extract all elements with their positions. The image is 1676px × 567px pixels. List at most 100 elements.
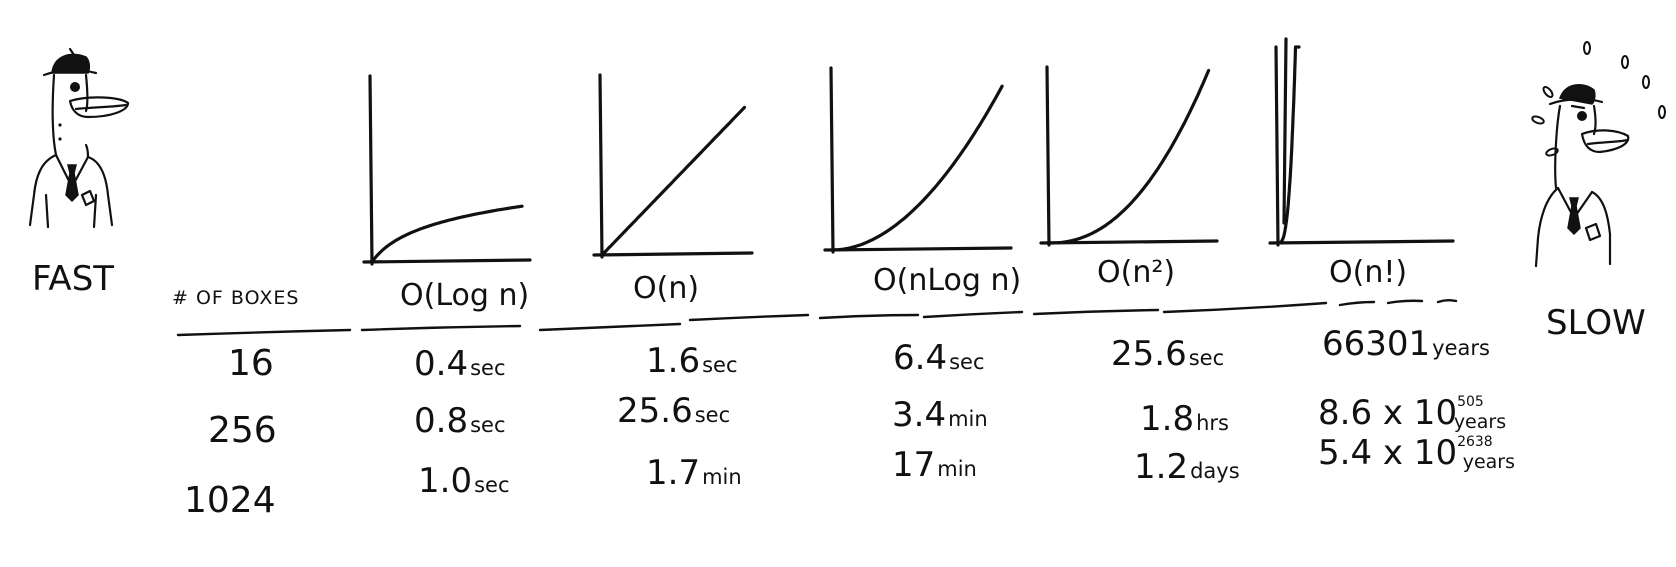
- table-cell: 1.0sec: [418, 461, 510, 501]
- chart-log: [362, 74, 532, 266]
- cell-value: 0.4: [414, 344, 468, 384]
- cell-value: 3.4: [892, 395, 946, 435]
- table-rule-segment: [818, 313, 920, 320]
- chart-nlogn: [823, 66, 1013, 254]
- table-rule-segment: [360, 324, 522, 332]
- table-rule-segment: [176, 328, 352, 337]
- table-rule-segment: [1338, 300, 1376, 307]
- cell-value: 1.7: [646, 453, 700, 493]
- cell-unit: sec: [702, 353, 737, 377]
- table-cell: 0.4sec: [414, 344, 506, 384]
- table-rule-segment: [1032, 308, 1160, 316]
- fast-label: FAST: [32, 259, 114, 299]
- cell-unit: years: [1463, 451, 1515, 473]
- cell-value: 6.4: [893, 338, 947, 378]
- slow-character-icon: [1534, 84, 1630, 268]
- slow-label: SLOW: [1546, 303, 1646, 343]
- cell-unit: sec: [470, 413, 505, 437]
- column-header-factorial: O(n!): [1329, 255, 1407, 290]
- column-header-quadratic: O(n²): [1097, 255, 1175, 290]
- table-cell: 25.6sec: [617, 391, 730, 431]
- table-cell: 6.4sec: [893, 338, 985, 378]
- table-cell: 0.8sec: [414, 401, 506, 441]
- cell-unit: years: [1454, 411, 1506, 433]
- chart-linear: [592, 73, 754, 259]
- cell-value: 1.6: [646, 341, 700, 381]
- chart-y-axis: [368, 74, 374, 266]
- chart-curve-nlogn: [831, 84, 1004, 252]
- cell-value: 1.8: [1140, 399, 1194, 439]
- chart-factorial: [1268, 37, 1455, 247]
- cell-value: 1.0: [418, 461, 472, 501]
- boxes-count: 1024: [184, 480, 276, 521]
- column-headers: O(Log n) O(n) O(nLog n) O(n²) O(n!): [400, 255, 1407, 313]
- cell-unit: min: [702, 465, 742, 489]
- chart-curve-linear: [600, 105, 747, 257]
- sweat-drops-icon: [1531, 41, 1666, 157]
- column-header-linear: O(n): [633, 271, 699, 306]
- chart-x-axis: [1039, 239, 1219, 245]
- chart-curve-quadratic: [1047, 68, 1211, 245]
- cell-unit: min: [948, 407, 988, 431]
- cell-unit: years: [1432, 336, 1490, 360]
- chart-x-axis: [823, 246, 1013, 252]
- cell-exponent: 2638: [1457, 434, 1493, 450]
- chart-quadratic: [1039, 65, 1219, 247]
- cell-value: 25.6: [1111, 334, 1187, 374]
- cell-value: 17: [892, 445, 935, 485]
- cell-exponent: 505: [1457, 394, 1484, 410]
- table-rule-segment: [1162, 301, 1328, 314]
- cell-value: 0.8: [414, 401, 468, 441]
- chart-curve-factorial-steep: [1282, 37, 1288, 225]
- column-header-nlogn: O(nLog n): [873, 263, 1021, 298]
- table-rule-segment: [922, 310, 1024, 319]
- cell-value: 66301: [1322, 324, 1430, 364]
- row-header-label: # OF BOXES: [172, 287, 299, 309]
- cell-value: 5.4 x 10: [1318, 433, 1457, 473]
- chart-y-axis: [829, 66, 835, 254]
- cell-unit: sec: [474, 473, 509, 497]
- chart-curve-factorial: [1276, 45, 1301, 245]
- fast-character-icon: [28, 47, 130, 229]
- table-rules: [176, 299, 1458, 337]
- cell-value: 1.2: [1134, 447, 1188, 487]
- chart-x-axis: [592, 251, 754, 257]
- cell-value: 25.6: [617, 391, 693, 431]
- table-cell: 3.4min: [892, 395, 988, 435]
- cell-value: 8.6 x 10: [1318, 393, 1457, 433]
- table-cell: 66301years: [1322, 324, 1490, 364]
- cell-unit: hrs: [1196, 411, 1229, 435]
- chart-x-axis: [1268, 239, 1455, 245]
- cell-unit: sec: [695, 403, 730, 427]
- boxes-count: 16: [228, 343, 274, 384]
- table-cell: 17min: [892, 445, 977, 485]
- boxes-count: 256: [208, 410, 277, 451]
- column-header-log: O(Log n): [400, 278, 529, 313]
- cell-unit: sec: [470, 356, 505, 380]
- table-rule-segment: [538, 322, 682, 332]
- complexity-charts: [362, 37, 1455, 266]
- cell-unit: min: [937, 457, 977, 481]
- table-cell: 1.8hrs: [1140, 399, 1229, 439]
- cell-unit: sec: [949, 350, 984, 374]
- chart-curve-log: [370, 204, 524, 264]
- chart-y-axis: [1274, 45, 1280, 247]
- cell-unit: sec: [1189, 346, 1224, 370]
- table-cell: 1.6sec: [646, 341, 738, 381]
- table-cell: 25.6sec: [1111, 334, 1224, 374]
- table-rule-segment: [1436, 299, 1458, 304]
- table-cell: 1.7min: [646, 453, 742, 493]
- chart-y-axis: [1045, 65, 1051, 247]
- cell-unit: days: [1190, 459, 1240, 483]
- table-rule-segment: [688, 313, 810, 322]
- table-rule-segment: [1386, 299, 1424, 305]
- table-cell: 1.2days: [1134, 447, 1240, 487]
- chart-x-axis: [362, 258, 532, 264]
